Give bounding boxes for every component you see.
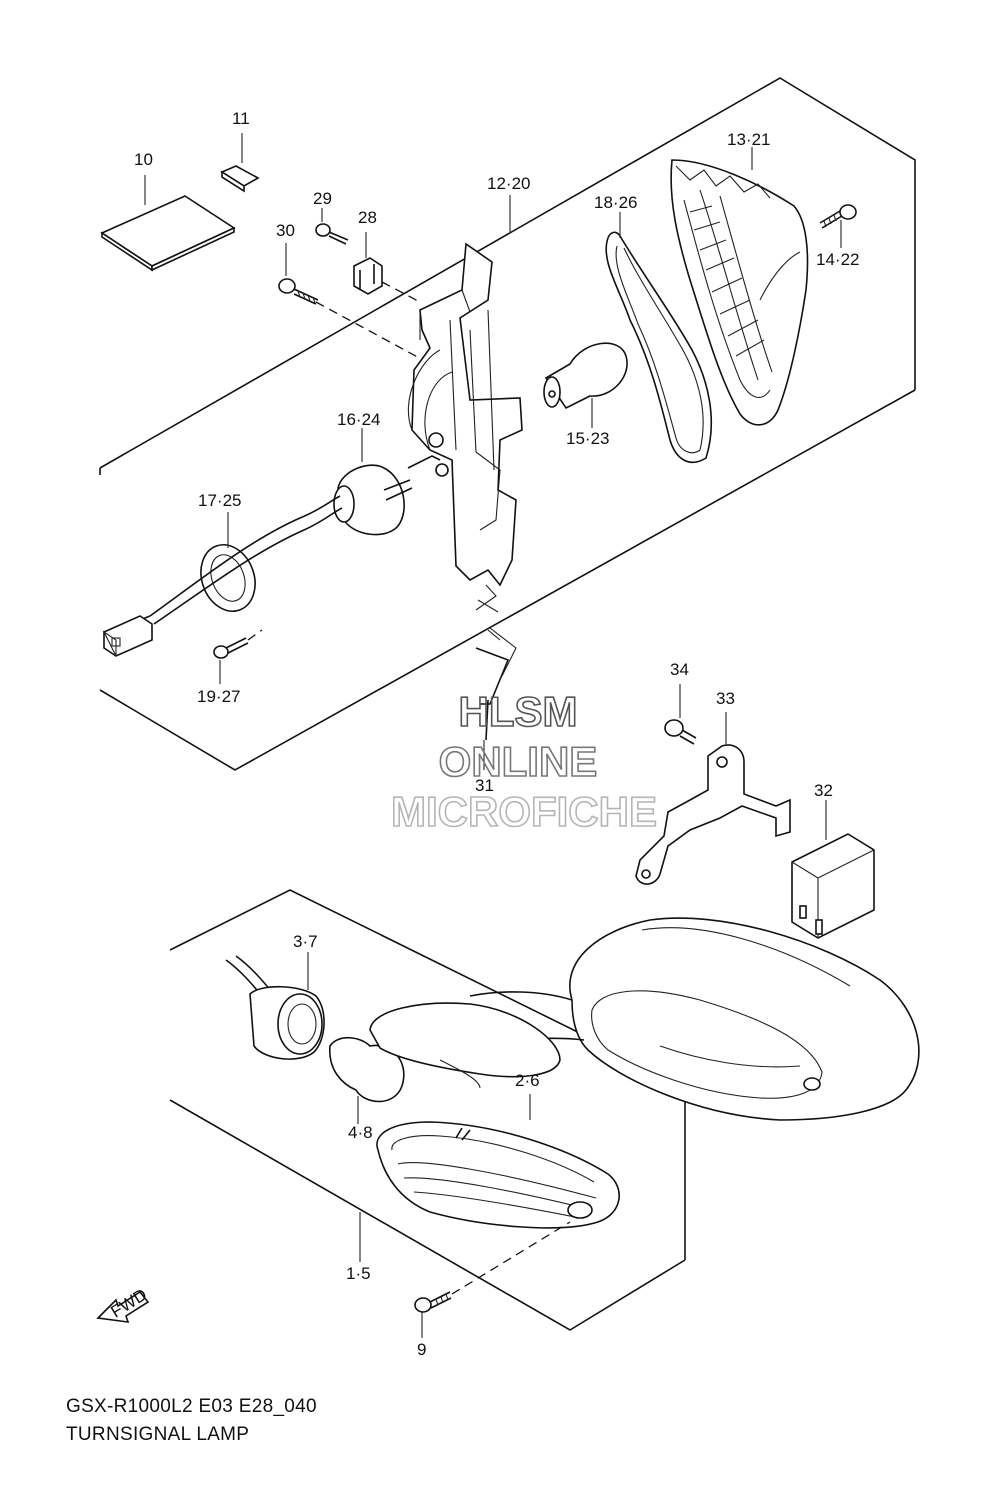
part-34-bolt: [664, 684, 697, 745]
model-code-caption: GSX-R1000L2 E03 E28_040: [66, 1396, 317, 1417]
callout-3-7: 3·7: [293, 932, 318, 951]
callout-12-20: 12·20: [487, 174, 530, 193]
watermark-line-1: HLSM: [459, 688, 578, 735]
callout-13-21: 13·21: [727, 130, 770, 149]
fwd-label: FWD: [107, 1285, 150, 1322]
part-17-grommet-harness: [102, 495, 343, 657]
upper-assembly-frame: [99, 77, 916, 771]
part-13-lens: [670, 147, 809, 426]
part-15-bulb: [543, 342, 628, 428]
callout-17-25: 17·25: [198, 491, 241, 510]
part-2-shell: [369, 1002, 561, 1120]
watermark-line-2: ONLINE: [439, 738, 598, 785]
fwd-arrow-icon: FWD: [96, 1285, 150, 1323]
section-title-caption: TURNSIGNAL LAMP: [66, 1424, 250, 1445]
callout-11: 11: [232, 109, 250, 128]
lower-assembly-frame: [169, 889, 686, 1331]
part-19-screw: [213, 629, 263, 684]
callout-32: 32: [814, 781, 833, 800]
part-31-clip: [475, 627, 517, 770]
callout-28: 28: [358, 208, 377, 227]
watermark-line-3: MICROFICHE: [391, 788, 657, 835]
part-16-socket: [333, 428, 441, 536]
callout-1-5: 1·5: [346, 1264, 371, 1283]
callout-33: 33: [716, 689, 735, 708]
callout-14-22: 14·22: [816, 250, 859, 269]
part-4-bulb: [329, 1036, 405, 1124]
callout-10: 10: [134, 150, 153, 169]
callout-2-6: 2·6: [515, 1071, 540, 1090]
part-33-bracket: [635, 712, 791, 885]
callout-16-24: 16·24: [337, 410, 380, 429]
part-18-gasket: [605, 212, 713, 464]
part-28-clip: [353, 232, 421, 303]
part-3-socket: [225, 952, 325, 1060]
part-12-housing: [407, 195, 523, 641]
part-11-pad: [220, 133, 260, 193]
callout-34: 34: [670, 660, 689, 679]
callout-labels: 10 11 30 29 28 12·20 18·26 13·21 14·22 1…: [134, 109, 859, 1359]
callout-19-27: 19·27: [197, 687, 240, 706]
callout-30: 30: [276, 221, 295, 240]
part-29-bolt: [315, 208, 349, 245]
part-14-screw: [819, 204, 857, 248]
callout-9: 9: [417, 1340, 426, 1359]
part-10-reflector: [100, 175, 236, 272]
part-32-relay: [791, 800, 875, 939]
watermark: HLSM ONLINE MICROFICHE: [390, 687, 658, 836]
part-9-screw: [414, 1221, 571, 1338]
callout-15-23: 15·23: [566, 429, 609, 448]
callout-4-8: 4·8: [348, 1123, 373, 1142]
mirror-body: [469, 917, 920, 1121]
callout-29: 29: [313, 189, 332, 208]
part-1-lens: [359, 1121, 620, 1262]
callout-31: 31: [475, 776, 494, 795]
callout-18-26: 18·26: [594, 193, 637, 212]
